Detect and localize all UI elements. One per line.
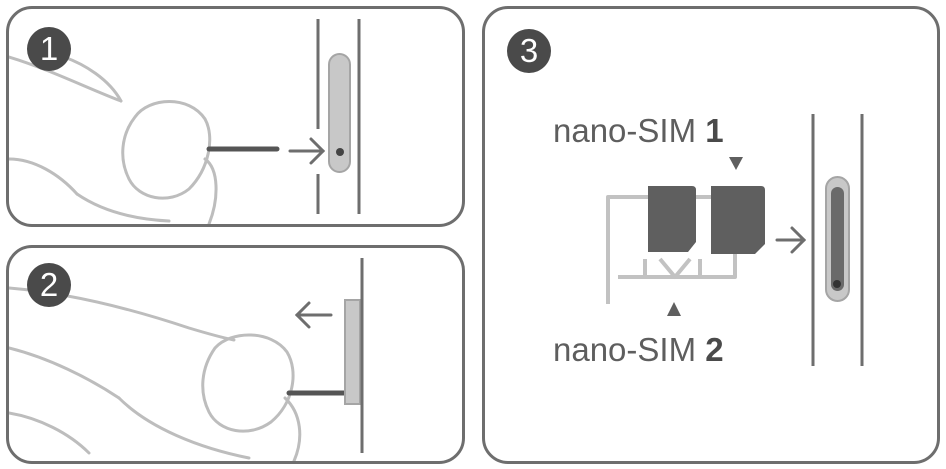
step-3-panel: 3 nano-SIM 1 nano-SIM 2	[482, 6, 940, 464]
sim-slot-opening	[831, 187, 844, 291]
nano-sim-1-number: 1	[705, 112, 724, 149]
hand-icon	[9, 286, 302, 461]
nano-sim-2-label: nano-SIM 2	[553, 331, 724, 369]
nano-sim-card-icon	[648, 186, 696, 252]
hand-icon	[9, 55, 218, 224]
pointer-triangle-icon	[667, 302, 681, 316]
step-1-illustration	[9, 19, 361, 224]
nano-sim-2-number: 2	[705, 331, 724, 368]
step-2-panel: 2	[6, 245, 465, 464]
phone-edge-icon	[811, 114, 864, 366]
sim-tray-slot	[328, 53, 351, 173]
step-3-illustration	[606, 114, 864, 366]
nano-sim-card-icon	[711, 186, 765, 254]
nano-sim-1-text: nano-SIM	[553, 112, 697, 149]
nano-sim-2-text: nano-SIM	[553, 331, 697, 368]
step-2-badge: 2	[27, 263, 71, 307]
arrow-left-icon	[294, 301, 333, 329]
arrow-right-icon	[775, 226, 807, 254]
eject-hole	[336, 148, 344, 156]
sim-tray-slot	[344, 299, 361, 405]
step-1-panel: 1	[6, 6, 465, 227]
pointer-triangle-icon	[729, 157, 743, 170]
arrow-right-icon	[288, 137, 326, 165]
eject-hole	[833, 280, 841, 288]
step-3-badge: 3	[507, 29, 551, 73]
phone-edge-icon	[316, 19, 361, 214]
nano-sim-1-label: nano-SIM 1	[553, 112, 724, 150]
step-2-illustration	[9, 258, 364, 461]
step-1-badge: 1	[27, 27, 71, 71]
